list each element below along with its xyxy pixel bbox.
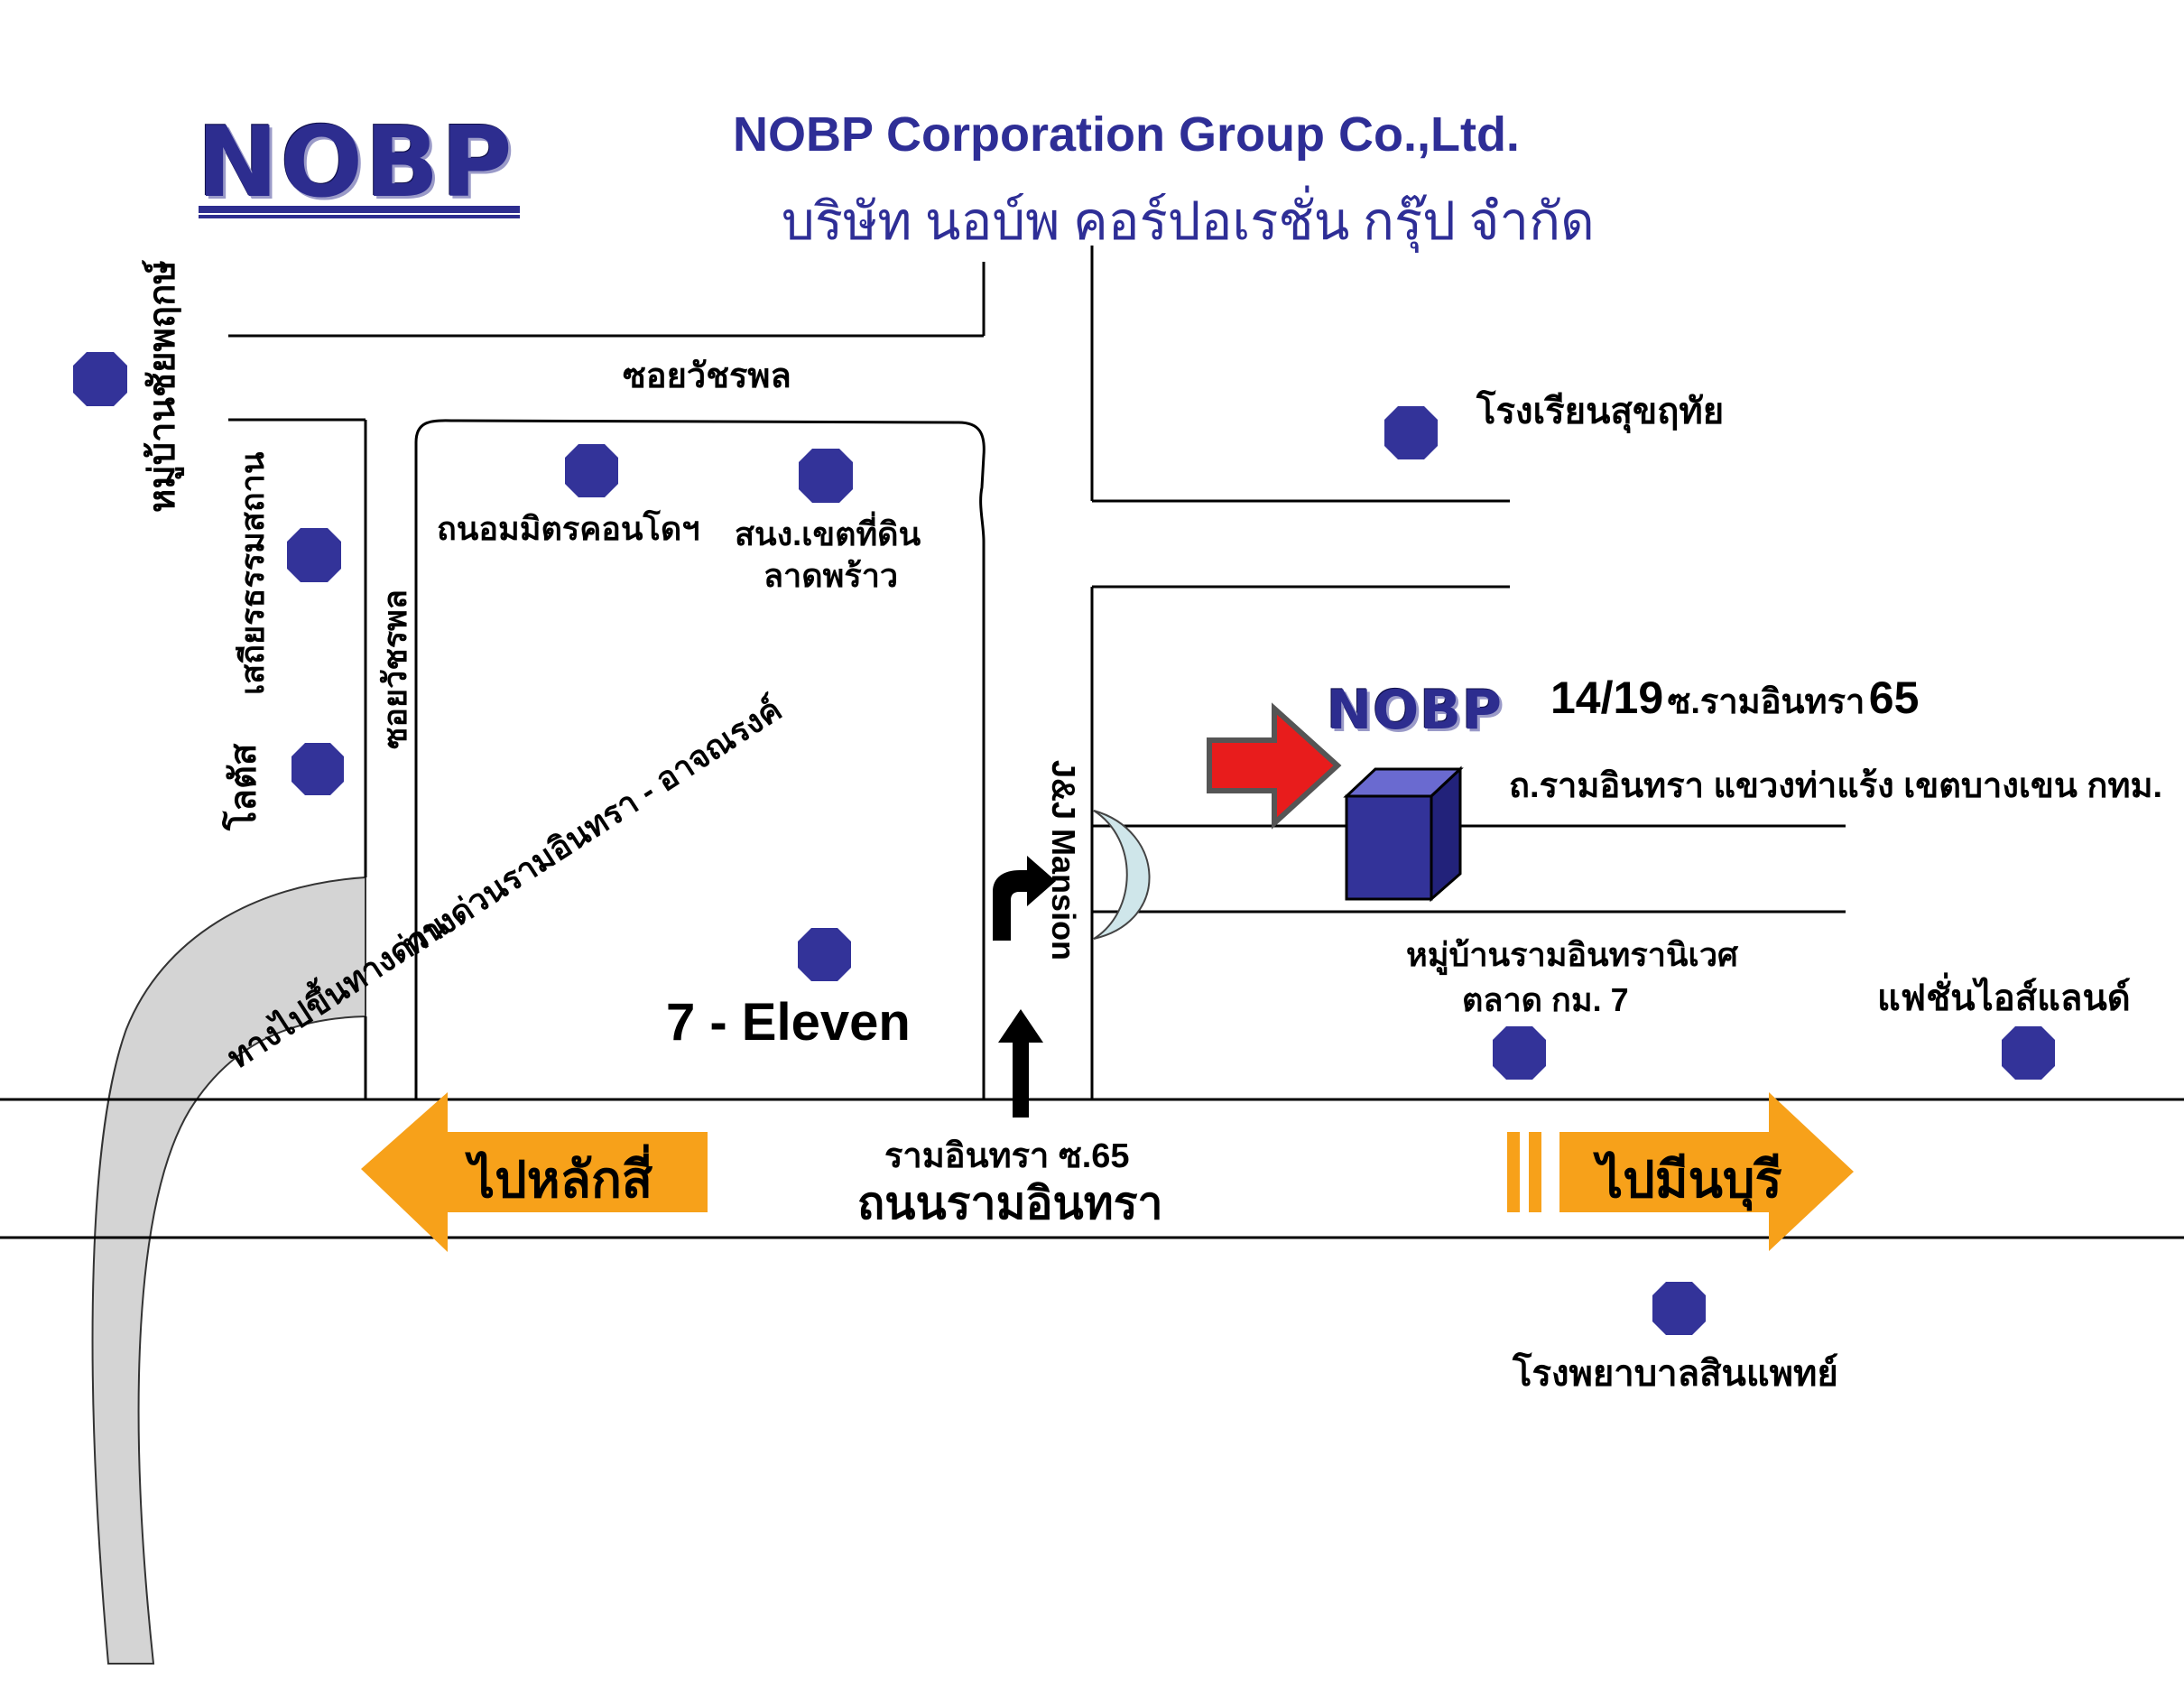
main-road-soi-label: รามอินทรา ซ.65	[884, 1137, 1130, 1175]
marker-thanom-condo	[565, 444, 618, 497]
land-office-label-1: สนง.เขตที่ดิน	[735, 515, 921, 552]
marker-land-office	[799, 449, 853, 503]
block-outline	[414, 419, 986, 1099]
office-building-front	[1345, 794, 1433, 901]
hospital-label: โรงพยาบาลสินแพทย์	[1513, 1354, 1838, 1394]
soi-watcharaphon-top-label: ซอยวัชรพล	[623, 357, 791, 395]
logo-underline-2	[199, 215, 520, 218]
main-road-label: ถนนรามอินทรา	[857, 1178, 1163, 1229]
fashion-island-label: แฟชั่นไอส์แลนด์	[1877, 978, 2131, 1018]
company-logo: NOBP	[197, 107, 514, 219]
marker-setthiyan	[287, 528, 341, 582]
land-office-label-2: ลาดพร้าว	[763, 557, 899, 594]
seven-eleven-label: 7 - Eleven	[666, 993, 911, 1052]
direction-arrow-right	[1559, 1092, 1854, 1251]
office-address-line2: ถ.รามอินทรา แขวงท่าแร้ง เขตบางเขน กทม.	[1509, 767, 2163, 805]
village-label-2: ตลาด กม. 7	[1462, 981, 1629, 1018]
office-address-number: 14/19	[1550, 672, 1664, 723]
straight-up-arrow	[998, 1009, 1043, 1118]
marker-seven-eleven	[798, 928, 851, 981]
office-logo: NOBP	[1327, 679, 1503, 742]
direction-arrow-left	[361, 1092, 708, 1252]
moo-ban-chaiyaphruek-label: หมู่บ้านชัยพฤกษ์	[143, 260, 182, 513]
village-label-1: หมู่บ้านรามอินทรานิเวศ	[1406, 936, 1738, 973]
thanom-condo-label: ถนอมมิตรคอนโดฯ	[437, 510, 700, 547]
company-name-en: NOBP Corporation Group Co.,Ltd.	[733, 107, 1520, 162]
direction-arrow-right-stripe2	[1529, 1132, 1541, 1212]
lotus-label: โลตัส	[224, 743, 264, 830]
office-pointer-arrow	[1207, 702, 1342, 830]
jj-mansion-crescent	[1093, 810, 1151, 940]
jj-mansion-label: J&J Mansion	[1045, 760, 1082, 961]
company-name-th: บริษัท นอบ์พ คอร์ปอเรชั่น กรุ๊ป จำกัด	[782, 192, 1595, 251]
expressway-ramp	[91, 876, 366, 1665]
soi-watcharaphon-vertical-label: ซอยวัชรพล	[376, 589, 413, 749]
setthiyan-label: เสถียรธรรมสถาน	[234, 451, 271, 695]
marker-fashion-island	[2002, 1026, 2055, 1080]
office-address-line1: 14/19 ซ.รามอินทรา 65	[1550, 675, 1919, 720]
landmark-markers	[73, 352, 2055, 1335]
logo-underline-1	[199, 206, 520, 213]
direction-left-label: ไปหลักสี่	[469, 1151, 653, 1208]
marker-hospital	[1652, 1282, 1706, 1335]
school-label: โรงเรียนสุขฤทัย	[1476, 392, 1725, 431]
direction-right-label: ไปมีนบุรี	[1597, 1151, 1782, 1208]
office-address-soi-no: 65	[1868, 672, 1920, 723]
turn-right-arrow	[993, 856, 1056, 941]
marker-village	[1493, 1026, 1546, 1080]
marker-moo-ban-chaiyaphruek	[73, 352, 127, 406]
marker-lotus	[292, 743, 344, 795]
office-address-soi: ซ.รามอินทรา	[1667, 683, 1865, 721]
direction-arrow-right-stripe1	[1507, 1132, 1520, 1212]
marker-school	[1384, 406, 1438, 459]
